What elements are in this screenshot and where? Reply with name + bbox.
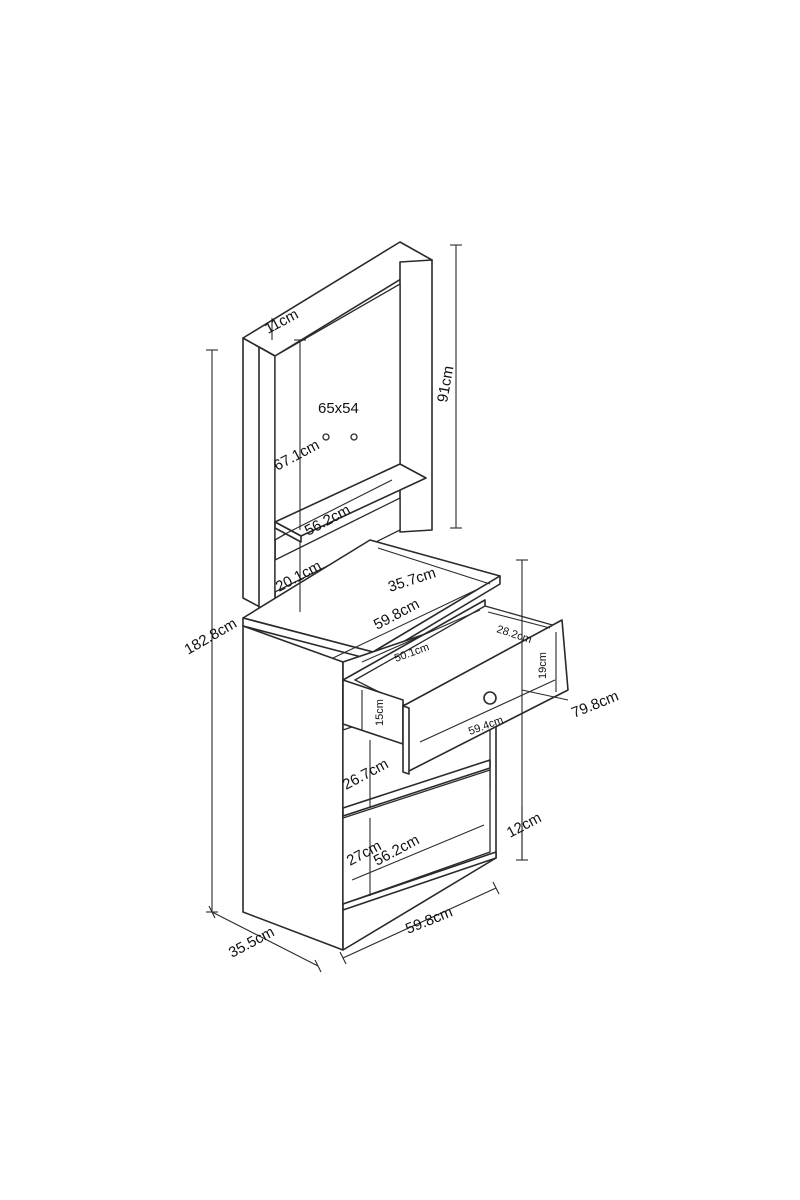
table-top bbox=[242, 539, 501, 661]
mirror-frame bbox=[242, 241, 433, 621]
label-plinth-height: 12cm bbox=[504, 809, 544, 841]
label-upper-height: 91cm bbox=[434, 365, 457, 404]
dimension-lines bbox=[206, 244, 569, 973]
middle-shelf bbox=[342, 759, 491, 817]
label-drawer-side-height: 15cm bbox=[374, 699, 386, 726]
drawer-knob-icon bbox=[483, 691, 497, 705]
drawer bbox=[342, 599, 569, 775]
label-drawer-height: 19cm bbox=[537, 652, 549, 679]
label-mirror-size: 65x54 bbox=[318, 400, 359, 417]
label-total-height: 182.8cm bbox=[182, 615, 240, 658]
mirror-clip-icon bbox=[350, 433, 358, 441]
label-base-depth: 35.5cm bbox=[226, 923, 277, 961]
label-table-height: 79.8cm bbox=[569, 688, 621, 722]
mirror-clip-icon bbox=[322, 433, 330, 441]
